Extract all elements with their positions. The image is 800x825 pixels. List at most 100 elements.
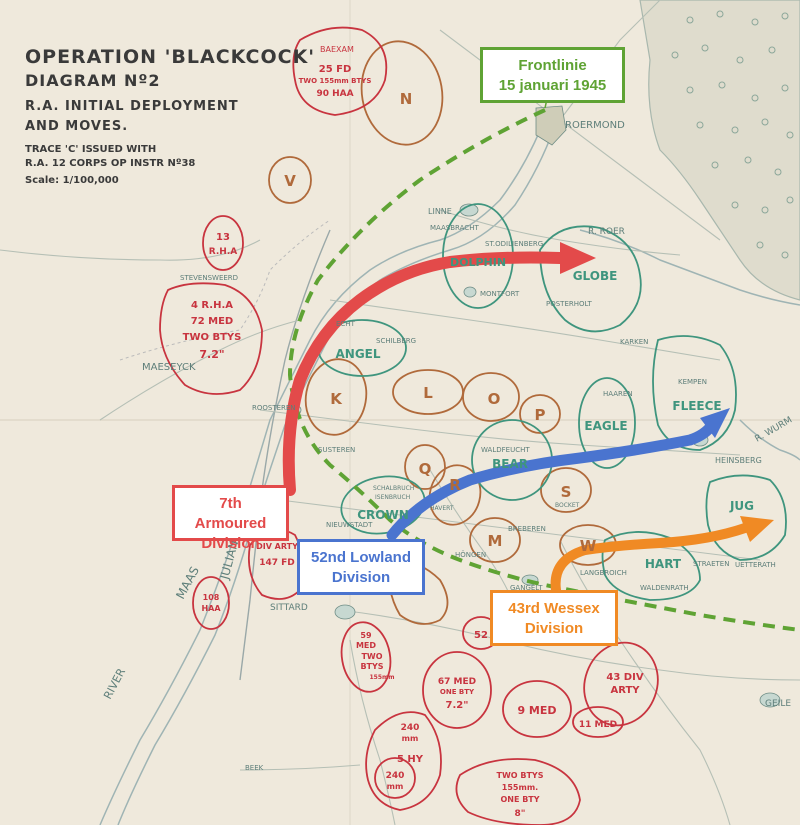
title-line4: AND MOVES.	[25, 119, 128, 134]
title-scale: Scale: 1/100,000	[25, 175, 119, 186]
unit-43divarty-l1: 43 DIV	[606, 672, 643, 683]
unit-240mm-a-l2: mm	[402, 734, 419, 743]
unit-240mm-b-l2: mm	[387, 782, 404, 791]
unit-9med-l1: 9 MED	[517, 704, 556, 717]
unit-108haa-l1: 108	[203, 593, 220, 602]
unit-s-outline	[540, 467, 592, 513]
unit-5hy-l1: 5 HY	[397, 754, 424, 765]
unit-67med-l1: 67 MED	[438, 677, 476, 687]
place-uetterath: UETTERATH	[735, 561, 776, 569]
place-beek: BEEK	[245, 764, 264, 772]
place-breberen: BREBEREN	[508, 525, 546, 533]
unit-43divarty-l2: ARTY	[610, 685, 640, 696]
unit-11med-l1: 11 MED	[579, 720, 617, 730]
unit-59med-l1: 59	[360, 631, 372, 640]
place-roosteren: ROOSTEREN	[252, 404, 296, 412]
frontline-callout: Frontlinie 15 januari 1945	[480, 47, 625, 103]
place-nieuwstadt: NIEUWSTADT	[326, 521, 373, 529]
unit-divarty147-l2: 147 FD	[259, 558, 295, 568]
unit-hart-outline	[601, 531, 701, 601]
unit-l-label: L	[423, 384, 433, 402]
frontline-callout-line1: Frontlinie	[518, 57, 587, 74]
unit-43divarty-outline	[583, 641, 659, 727]
unit-hart-label: HART	[645, 557, 682, 571]
unit-o-outline	[462, 372, 520, 422]
title-line2: DIAGRAM Nº2	[25, 71, 161, 90]
wessex-callout: 43rd Wessex Division	[490, 590, 618, 646]
place-maasbracht: MAASBRACHT	[430, 224, 479, 232]
place-haaren: HAAREN	[603, 390, 633, 398]
unit-extra-outline	[387, 557, 449, 625]
unit-25fd-l3: 90 HAA	[316, 89, 353, 99]
place-odilienberg: ST.ODILIENBERG	[485, 240, 543, 248]
unit-q-outline	[404, 444, 446, 490]
green-unit-labels: DOLPHIN GLOBE ANGEL FLEECE EAGLE BEAR CR…	[335, 256, 754, 571]
unit-fleece-outline	[652, 335, 737, 451]
woodland-area	[639, 0, 800, 301]
unit-67med-outline	[422, 651, 492, 729]
place-kempen: KEMPEN	[678, 378, 707, 386]
unit-eagle-label: EAGLE	[584, 419, 627, 433]
unit-4rha-outline	[159, 282, 263, 395]
place-gangelt: GANGELT	[510, 584, 543, 592]
place-waldenrath: WALDENRATH	[640, 584, 689, 592]
unit-25fd-l1: 25 FD	[319, 64, 352, 75]
place-posterholt: POSTERHOLT	[546, 300, 592, 308]
place-schilberg: SCHILBERG	[376, 337, 416, 345]
unit-o-label: O	[488, 390, 501, 408]
title-line6: R.A. 12 CORPS OP INSTR Nº38	[25, 158, 195, 169]
place-susteren: SUSTEREN	[318, 446, 355, 454]
unit-m-label: M	[488, 532, 503, 550]
map-title-block: OPERATION 'BLACKCOCK' DIAGRAM Nº2 R.A. I…	[25, 46, 315, 186]
title-line3: R.A. INITIAL DEPLOYMENT	[25, 99, 239, 114]
unit-240mm-b-outline	[374, 757, 416, 799]
wessex-callout-line1: 43rd Wessex	[508, 600, 600, 617]
unit-67med-l2: ONE BTY	[440, 688, 475, 696]
unit-v-outline	[268, 156, 312, 204]
unit-k-label: K	[330, 390, 343, 408]
unit-240mm-outline	[365, 711, 442, 811]
place-river: RIVER	[101, 666, 128, 702]
place-langbroich: LANGBROICH	[580, 569, 627, 577]
juliana-canal	[239, 229, 331, 681]
unit-bear-label: BEAR	[492, 457, 528, 471]
unit-n-outline	[360, 40, 444, 146]
unit-4rha-l4: 7.2"	[199, 348, 224, 361]
unit-fleece-label: FLEECE	[672, 399, 721, 413]
unit-4rha-l1: 4 R.H.A	[191, 300, 233, 311]
unit-m-outline	[469, 517, 521, 563]
red-unit-labels: 25 FD TWO 155mm BTYS 90 HAA 13 R.H.A 4 R…	[183, 64, 644, 819]
unit-11med-outline	[572, 706, 624, 738]
unit-n-label: N	[400, 90, 413, 108]
arrowhead-43rd-wessex	[740, 516, 774, 542]
unit-25fd-outline	[292, 26, 388, 116]
unit-btys155-l1: TWO BTYS	[497, 771, 544, 780]
place-roer: R. ROER	[588, 227, 625, 237]
unit-eagle-outline	[578, 377, 636, 469]
place-linne: LINNE	[428, 207, 452, 216]
unit-v-label: V	[284, 172, 296, 190]
place-stevensweerd: STEVENSWEERD	[180, 274, 238, 282]
place-isenbruch: ISENBRUCH	[375, 494, 410, 501]
unit-108haa-outline	[192, 576, 230, 630]
place-straeten: STRAETEN	[693, 560, 729, 568]
unit-crown-label: CROWN	[357, 508, 409, 522]
place-schalbruch: SCHALBRUCH	[373, 485, 414, 492]
place-maeseyck: MAESEYCK	[142, 362, 196, 373]
place-baexam: BAEXAM	[320, 45, 354, 54]
unit-btys155-l2: 155mm.	[502, 783, 538, 792]
unit-13rha-outline	[202, 215, 244, 271]
unit-13rha-l1: 13	[216, 232, 230, 243]
unit-r-label: R	[449, 476, 461, 494]
place-waldfeucht: WALDFEUCHT	[481, 446, 530, 454]
unit-p-outline	[519, 394, 561, 434]
unit-btys155-outline	[455, 758, 581, 825]
unit-q-label: Q	[419, 460, 432, 478]
unit-btys155-l4: 8"	[515, 809, 526, 819]
brown-unit-labels: N V K L O P Q R S M W	[284, 90, 597, 555]
unit-59med-l5: 155mm	[369, 674, 394, 681]
unit-59med-outline	[340, 621, 392, 693]
unit-13rha-l2: R.H.A	[209, 247, 237, 257]
title-line1: OPERATION 'BLACKCOCK'	[25, 46, 315, 68]
